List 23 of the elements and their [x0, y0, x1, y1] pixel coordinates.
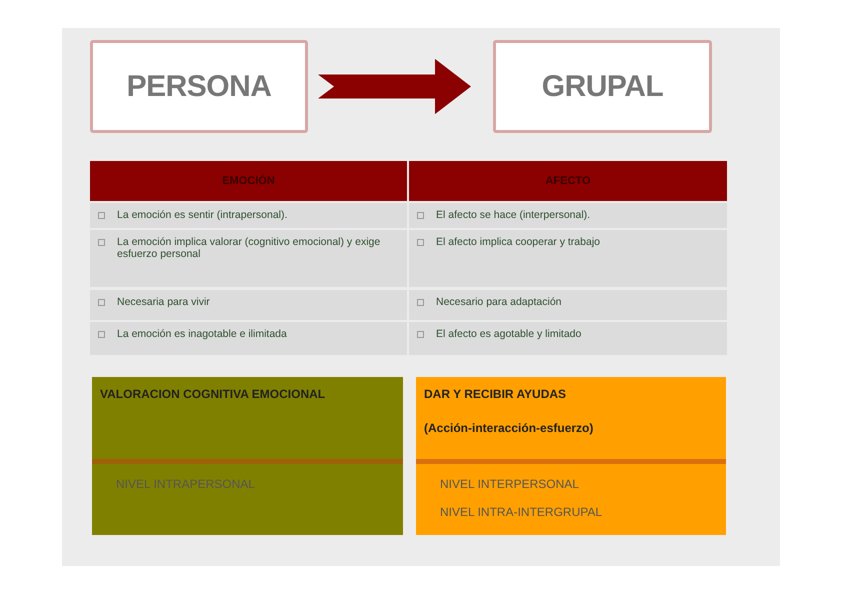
cell-text: El afecto es agotable y limitado [436, 328, 582, 340]
concept-box [493, 40, 712, 133]
box-title: PERSONA [126, 70, 272, 104]
column-header: AFECTO [409, 161, 727, 201]
box-title: GRUPAL [542, 70, 664, 104]
cell-text: El afecto se hace (interpersonal). [436, 209, 590, 221]
level-text: NIVEL INTRAPERSONAL [116, 477, 256, 491]
concept-box [90, 40, 308, 133]
cell-text: Necesaria para vivir [117, 296, 210, 308]
level-text: NIVEL INTRA-INTERGRUPAL [440, 505, 604, 519]
panel-heading: VALORACION COGNITIVA EMOCIONAL [100, 387, 326, 402]
panel-heading: (Acción-interacción-esfuerzo) [424, 421, 594, 436]
info-panel [92, 377, 403, 535]
chevron-arrow [318, 58, 471, 114]
cell-text: La emoción es sentir (intrapersonal). [117, 209, 288, 221]
level-text: NIVEL INTERPERSONAL [440, 477, 580, 491]
cell-text: El afecto implica cooperar y trabajo [436, 236, 600, 248]
info-panel [416, 377, 726, 535]
cell-text: La emoción es inagotable e ilimitada [117, 328, 287, 340]
cell-text: Necesario para adaptación [436, 296, 562, 308]
panel-heading: DAR Y RECIBIR AYUDAS [424, 387, 568, 402]
column-header: EMOCIÓN [90, 161, 407, 201]
cell-text: La emoción implica valorar (cognitivo emocional) y exige esfuerzo personal [117, 236, 382, 260]
